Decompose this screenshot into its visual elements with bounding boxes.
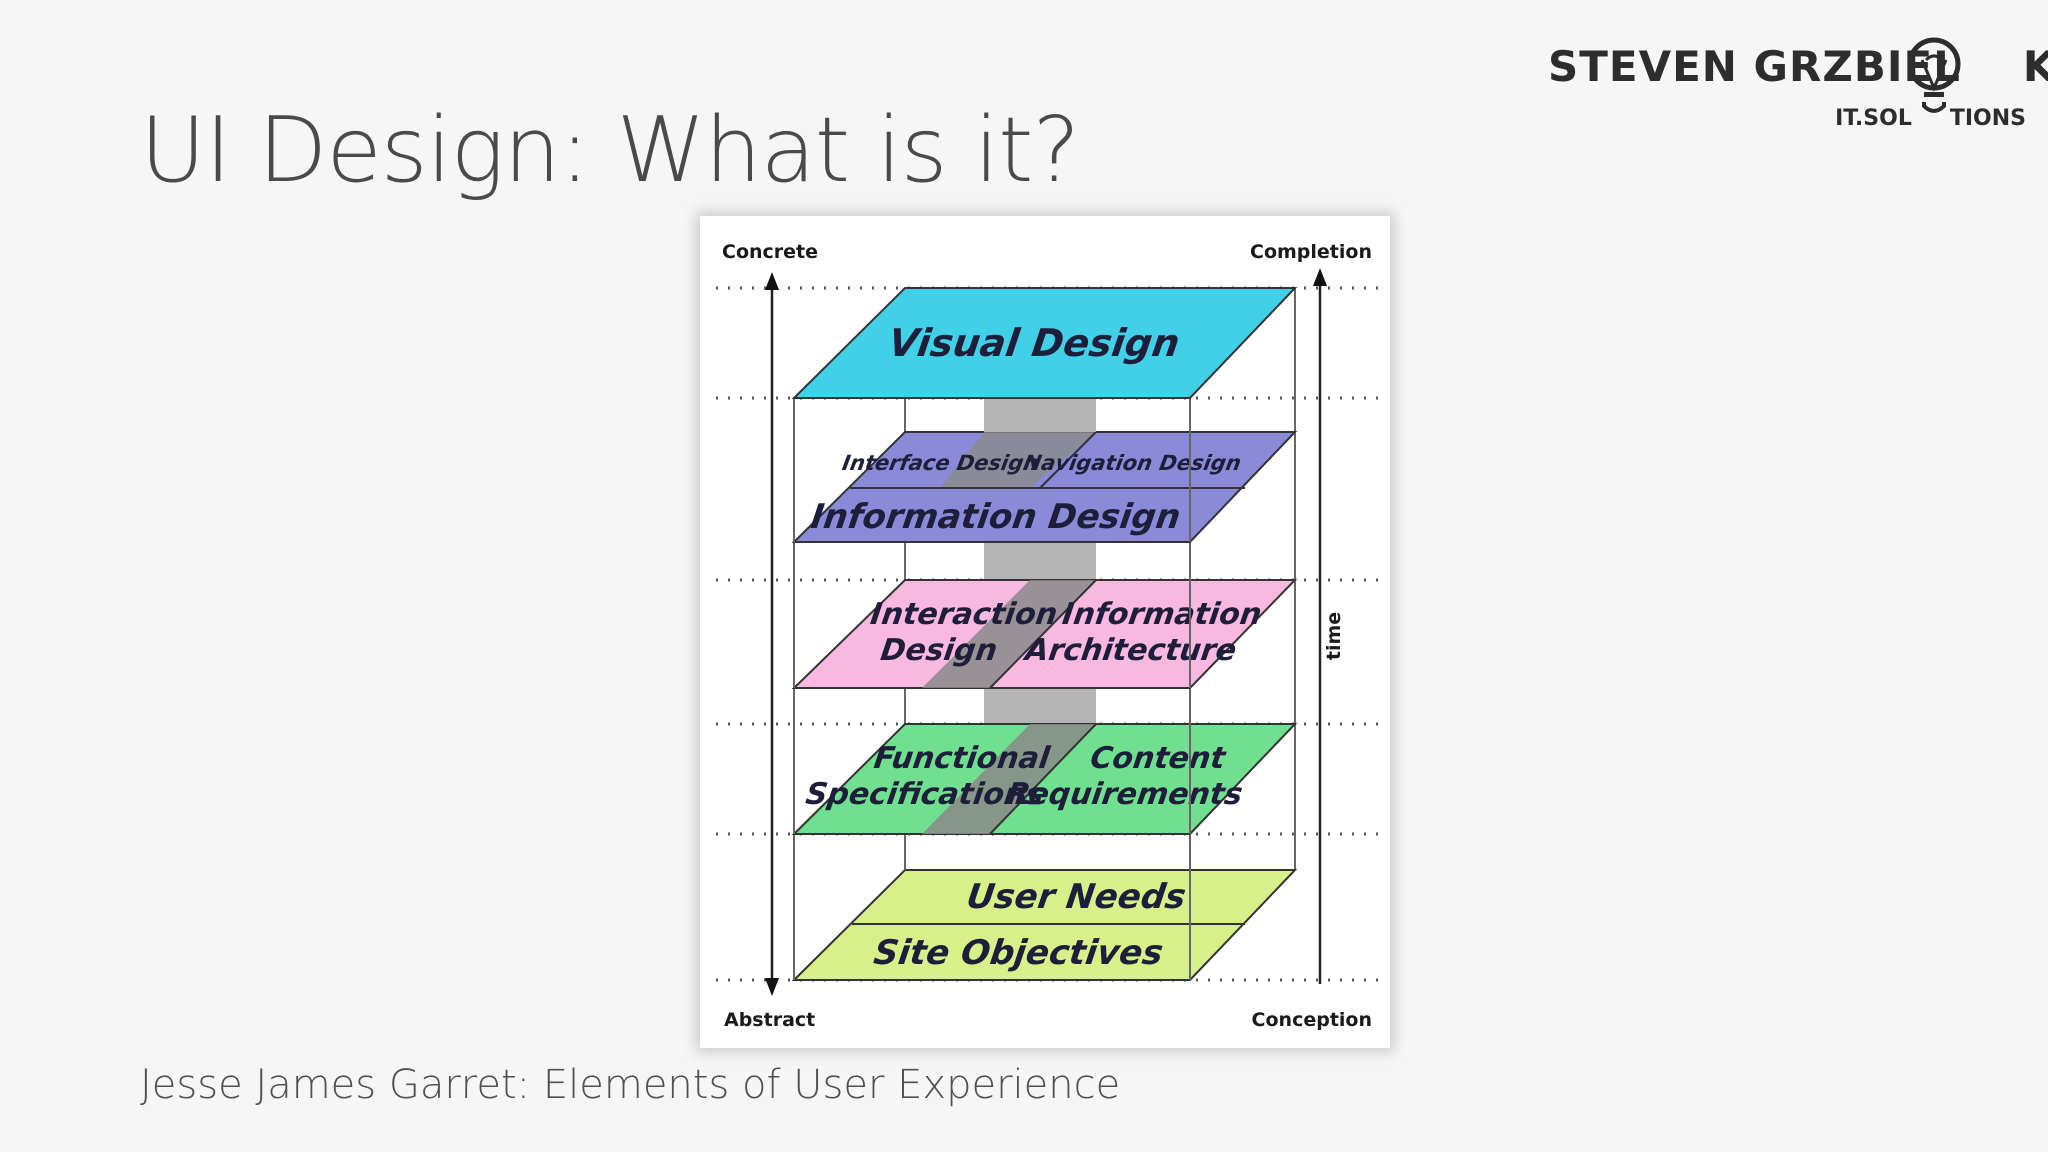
label-conception: Conception [1252,1009,1372,1031]
plane-surface: Visual Design [791,287,1298,399]
label-abstract: Abstract [724,1009,815,1031]
plane-skeleton: Interface Design Navigation Design Infor… [791,431,1298,543]
label-interface-design: Interface Design [840,450,1040,475]
slide-caption: Jesse James Garret: Elements of User Exp… [140,1062,1121,1108]
logo-name-part-2: K [2022,42,2048,91]
company-logo: STEVEN GRZBIEL K IT.SOL TIONS [1520,24,2048,144]
label-completion: Completion [1250,241,1372,263]
concrete-abstract-arrow [765,272,779,996]
logo-name: STEVEN GRZBIEL K [1548,42,2048,91]
elements-of-ux-diagram: Concrete Completion Abstract Conception … [700,216,1390,1048]
label-requirements: Requirements [1005,777,1245,812]
label-architecture: Architecture [1021,633,1238,668]
plane-structure: Interaction Design Information Architect… [791,579,1298,689]
divider-band [984,398,1096,432]
logo-name-part-1: STEVEN GRZBIEL [1548,42,1961,91]
divider-band [984,536,1096,580]
slide-title: UI Design: What is it? [140,98,1080,203]
plane-scope: Functional Specifications Content Requir… [791,723,1298,835]
plane-strategy: User Needs Site Objectives [791,869,1298,981]
label-functional: Functional [872,741,1053,776]
label-navigation-design: Navigation Design [1022,450,1243,475]
lightbulb-icon [1907,37,1961,113]
label-interaction: Interaction [868,597,1059,632]
label-time: time [1323,612,1345,660]
label-user-needs: User Needs [964,877,1188,917]
divider-band [984,686,1096,726]
label-design: Design [878,633,999,668]
label-visual-design: Visual Design [886,322,1183,366]
time-arrow [1313,268,1327,984]
label-information: Information [1060,597,1264,632]
diagram-canvas: Concrete Completion Abstract Conception … [716,241,1378,1031]
label-content: Content [1088,741,1229,776]
logo-tagline-part-2: TIONS [1949,106,2026,131]
logo-tagline: IT.SOL TIONS [1835,106,2026,131]
label-information-design: Information Design [808,497,1183,537]
label-concrete: Concrete [722,241,818,263]
label-site-objectives: Site Objectives [871,933,1165,973]
logo-tagline-part-1: IT.SOL [1835,106,1912,131]
label-specifications: Specifications [804,777,1046,812]
